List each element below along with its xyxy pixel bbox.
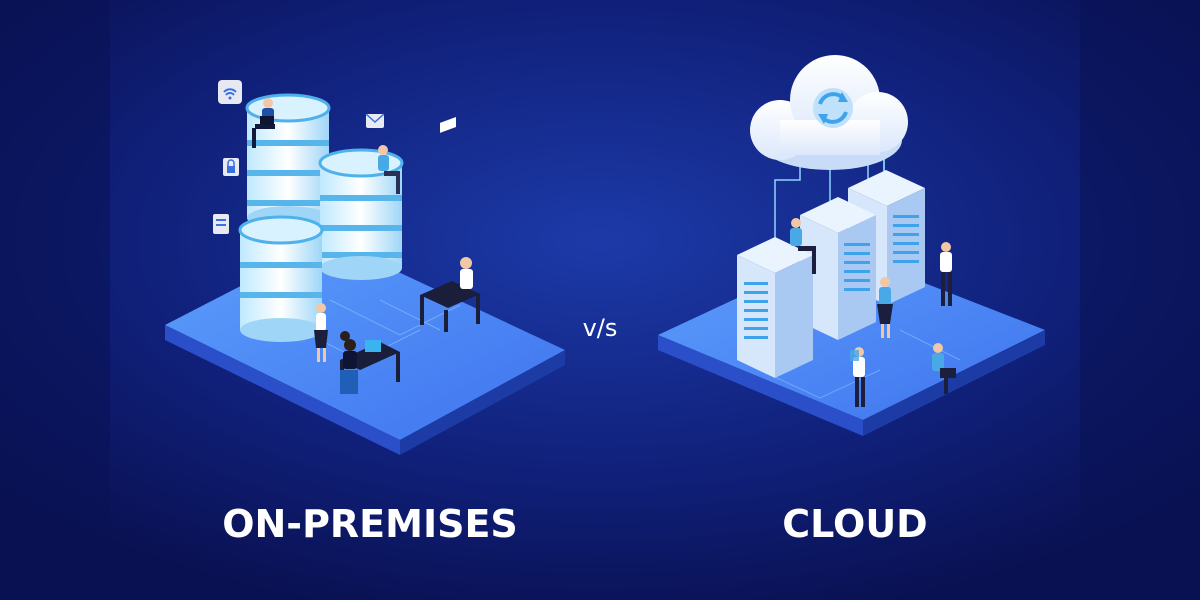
server-rack-front bbox=[737, 237, 813, 378]
cloud-illustration bbox=[658, 55, 1045, 436]
database-stack-right bbox=[318, 148, 404, 280]
desk-with-workers bbox=[340, 331, 400, 394]
person-sitting-laptop-right bbox=[932, 343, 956, 394]
database-stack-front bbox=[238, 215, 324, 342]
on-premises-title: ON-PREMISES bbox=[222, 502, 518, 546]
on-premises-illustration bbox=[165, 80, 565, 455]
wifi-icon bbox=[218, 80, 242, 104]
person-standing-man-right bbox=[940, 242, 952, 306]
person-standing-woman-right bbox=[877, 277, 893, 338]
lock-icon bbox=[223, 158, 239, 176]
person-sitting-laptop bbox=[252, 98, 275, 148]
person-standing-woman bbox=[314, 303, 328, 362]
cloud-title: CLOUD bbox=[782, 502, 928, 546]
versus-label: v/s bbox=[582, 314, 618, 342]
person-sitting-phone bbox=[378, 145, 400, 194]
document-icon bbox=[213, 214, 229, 234]
desk-laptop-worker bbox=[420, 117, 480, 332]
database-stack-back bbox=[245, 93, 331, 230]
sync-icon bbox=[813, 88, 853, 128]
envelope-icon bbox=[365, 113, 385, 128]
person-sitting-server bbox=[790, 218, 816, 274]
person-standing-tablet bbox=[850, 347, 865, 407]
